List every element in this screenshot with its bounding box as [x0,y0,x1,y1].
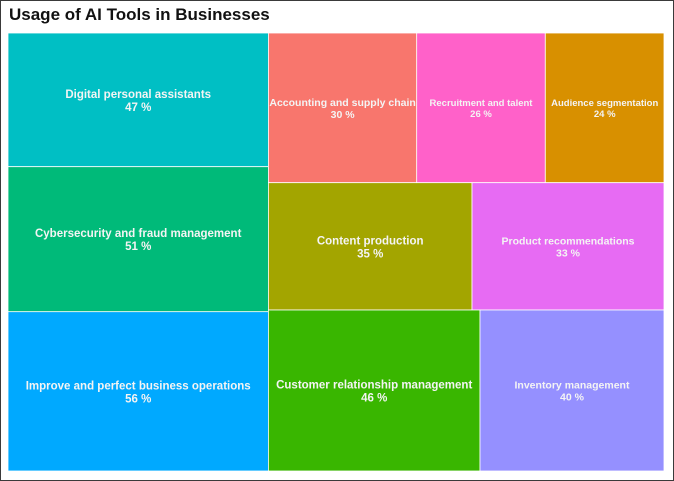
tile-rect [544,32,665,184]
tile-label: Product recommendations [501,235,634,247]
tile-label: Inventory management [515,380,630,392]
tile-label: Audience segmentation [551,98,658,109]
tile-value: 26 % [470,109,492,120]
tile-value: 56 % [125,393,151,405]
tile-value: 47 % [125,102,151,114]
tile-rect [267,182,473,311]
tile-label: Customer relationship management [276,380,472,392]
tile-value: 40 % [560,392,585,404]
tile-value: 51 % [125,241,151,253]
tile-2: Improve and perfect business operations5… [7,311,269,472]
tile-rect [267,32,418,184]
tile-rect [471,182,665,311]
tile-rect [7,32,269,168]
tile-label: Recruitment and talent [430,98,534,109]
tile-rect [479,309,665,472]
tile-value: 30 % [331,109,356,121]
tile-value: 24 % [594,109,616,120]
tile-label: Cybersecurity and fraud management [35,228,242,240]
tile-label: Content production [317,235,424,247]
tile-value: 33 % [556,247,581,259]
tile-value: 35 % [357,248,383,260]
chart-title: Usage of AI Tools in Businesses [9,5,270,24]
tile-label: Digital personal assistants [65,89,211,101]
tile-rect [416,32,546,184]
tile-rect [267,309,481,472]
tile-value: 46 % [361,393,387,405]
tile-label: Accounting and supply chain [269,97,415,109]
tile-label: Improve and perfect business operations [26,380,251,392]
tile-rect [7,311,269,472]
